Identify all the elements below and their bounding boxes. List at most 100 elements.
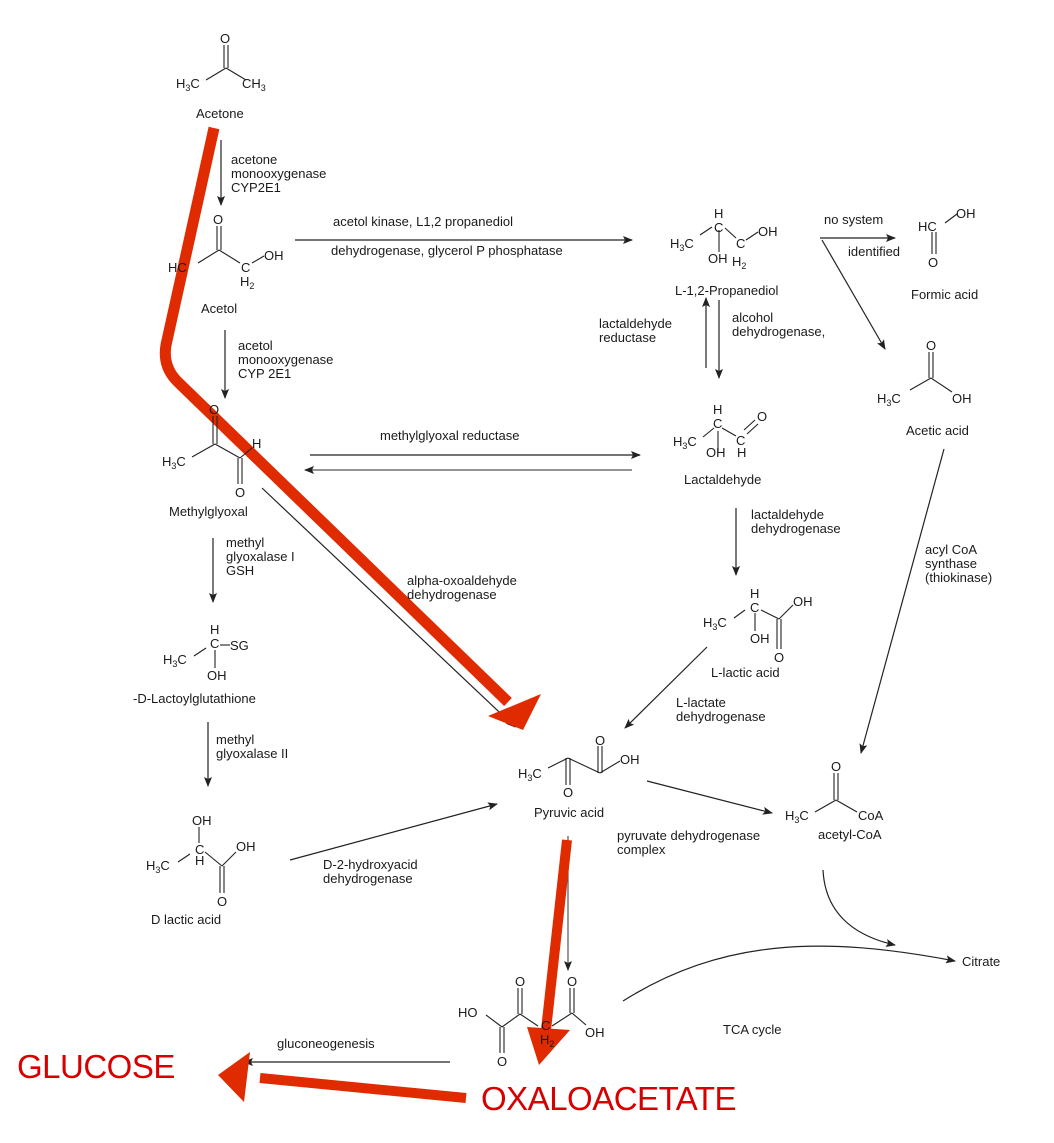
svg-text:CoA: CoA: [858, 808, 884, 823]
svg-text:O: O: [235, 485, 245, 500]
svg-text:CH3: CH3: [242, 76, 266, 93]
svg-text:H3C: H3C: [673, 434, 697, 451]
svg-text:O: O: [928, 255, 938, 270]
svg-text:SG: SG: [230, 638, 249, 653]
highlight-glucose: GLUCOSE: [17, 1048, 175, 1085]
svg-text:C: C: [714, 220, 723, 235]
enzyme-methylglyoxal-reductase: methylglyoxal reductase: [380, 428, 520, 443]
svg-text:H: H: [750, 586, 759, 601]
enzyme-acetol-kinase-line2: dehydrogenase, glycerol P phosphatase: [331, 243, 563, 258]
acetic-acid-structure: [909, 352, 953, 393]
enzyme-no-system-line1: no system: [824, 212, 884, 227]
svg-text:H3C: H3C: [785, 808, 809, 825]
methylglyoxal-structure: [191, 416, 253, 484]
enzyme-acetol-monooxygenase: acetol monooxygenase CYP 2E1: [238, 338, 334, 381]
svg-text:OH: OH: [236, 839, 256, 854]
arrow-d-lactic-to-pyruvic: [289, 802, 498, 861]
compound-formic-acid: Formic acid: [911, 287, 979, 302]
svg-text:HC: HC: [918, 219, 937, 234]
atom-labels: O H3C CH3 O HC C H2 OH O H3C H O H C H3C…: [146, 31, 976, 1069]
svg-text:H: H: [252, 436, 261, 451]
svg-text:O: O: [774, 650, 784, 665]
compound-acetyl-coa: acetyl-CoA: [818, 827, 882, 842]
svg-text:H3C: H3C: [518, 766, 542, 783]
enzyme-lactaldehyde-dehydrogenase: lactaldehyde dehydrogenase: [751, 507, 841, 536]
arrow-l-lactic-to-pyruvic: [624, 646, 708, 729]
arrow-pyruvic-to-acetylcoa: [646, 780, 773, 815]
lactaldehyde-structure: [702, 419, 759, 452]
svg-text:H2: H2: [540, 1032, 554, 1049]
svg-text:H3C: H3C: [877, 391, 901, 408]
oxaloacetate-structure: [485, 988, 587, 1053]
enzyme-lactaldehyde-reductase: lactaldehyde reductase: [599, 316, 672, 345]
enzyme-glyoxalase-1: methyl glyoxalase I GSH: [226, 535, 295, 578]
enzyme-acetol-kinase-line1: acetol kinase, L1,2 propanediol: [333, 214, 513, 229]
atom: O: [220, 31, 230, 46]
arrow-acetylcoa-to-citrate: [822, 869, 896, 947]
svg-text:O: O: [567, 974, 577, 989]
svg-text:OH: OH: [793, 594, 813, 609]
svg-text:OH: OH: [264, 248, 284, 263]
svg-text:OH: OH: [706, 445, 726, 460]
compound-acetol: Acetol: [201, 301, 238, 316]
svg-text:OH: OH: [207, 668, 227, 683]
svg-text:H: H: [713, 402, 722, 417]
svg-text:OH: OH: [192, 813, 212, 828]
svg-text:H3C: H3C: [176, 76, 200, 93]
enzyme-d2-hydroxyacid-dehydrogenase: D-2-hydroxyacid dehydrogenase: [323, 857, 418, 886]
svg-text:HC: HC: [168, 260, 187, 275]
label-tca-cycle: TCA cycle: [723, 1022, 782, 1037]
highlight-oxaloacetate: OXALOACETATE: [481, 1080, 737, 1117]
compound-l-lactic-acid: L-lactic acid: [711, 665, 780, 680]
compound-lactaldehyde: Lactaldehyde: [684, 472, 762, 487]
acetone-structure: [205, 45, 247, 81]
enzyme-acetone-monooxygenase: acetone monooxygenase CYP2E1: [231, 152, 327, 195]
svg-text:O: O: [757, 409, 767, 424]
enzyme-no-system-line2: identified: [848, 244, 901, 259]
acetyl-coa-structure: [814, 773, 858, 813]
enzyme-pyruvate-dehydrogenase: pyruvate dehydrogenase complex: [617, 828, 761, 857]
svg-text:OH: OH: [750, 631, 770, 646]
svg-text:OH: OH: [952, 391, 972, 406]
arrow-oxaloacetate-to-citrate: [622, 945, 956, 1002]
red-arrowhead-pyruvic: [488, 694, 541, 730]
compound-propanediol: L-1,2-Propanediol: [675, 283, 779, 298]
compound-methylglyoxal: Methylglyoxal: [169, 504, 248, 519]
svg-text:OH: OH: [620, 752, 640, 767]
compound-acetic-acid: Acetic acid: [906, 423, 969, 438]
svg-text:H: H: [210, 622, 219, 637]
compound-citrate: Citrate: [962, 954, 1001, 969]
svg-text:O: O: [595, 733, 605, 748]
svg-text:C: C: [736, 433, 745, 448]
pyruvic-acid-structure: [547, 746, 621, 785]
red-path-acetone-to-pyruvic: [159, 126, 512, 706]
acetol-structure: [197, 226, 265, 264]
svg-text:H3C: H3C: [163, 652, 187, 669]
svg-text:O: O: [209, 402, 219, 417]
svg-text:H2: H2: [732, 254, 746, 271]
svg-text:OH: OH: [585, 1025, 605, 1040]
enzyme-glyoxalase-2: methyl glyoxalase II: [216, 732, 289, 761]
d-lactic-acid-structure: [177, 827, 237, 893]
red-arrowhead-glucose: [218, 1052, 250, 1102]
svg-text:H: H: [737, 445, 746, 460]
svg-text:O: O: [515, 974, 525, 989]
svg-text:O: O: [926, 338, 936, 353]
svg-text:H3C: H3C: [703, 615, 727, 632]
compound-pyruvic-acid: Pyruvic acid: [534, 805, 605, 820]
enzyme-alcohol-dehydrogenase: alcohol dehydrogenase,: [732, 310, 826, 339]
svg-text:C: C: [241, 260, 250, 275]
compound-d-lactic-acid: D lactic acid: [151, 912, 222, 927]
svg-text:O: O: [217, 894, 227, 909]
red-arrowhead-oxaloacetate: [527, 1027, 570, 1065]
svg-text:OH: OH: [758, 224, 778, 239]
arrow-to-acetic-acid: [821, 239, 886, 350]
red-path-oxaloacetate-to-glucose: [259, 1073, 467, 1103]
red-path-pyruvic-to-oxaloacetate: [541, 839, 572, 1031]
svg-text:C: C: [210, 636, 219, 651]
svg-text:H3C: H3C: [162, 454, 186, 471]
svg-text:C: C: [195, 842, 204, 857]
svg-text:H3C: H3C: [146, 858, 170, 875]
lactoylglutathione-structure: [193, 644, 230, 668]
